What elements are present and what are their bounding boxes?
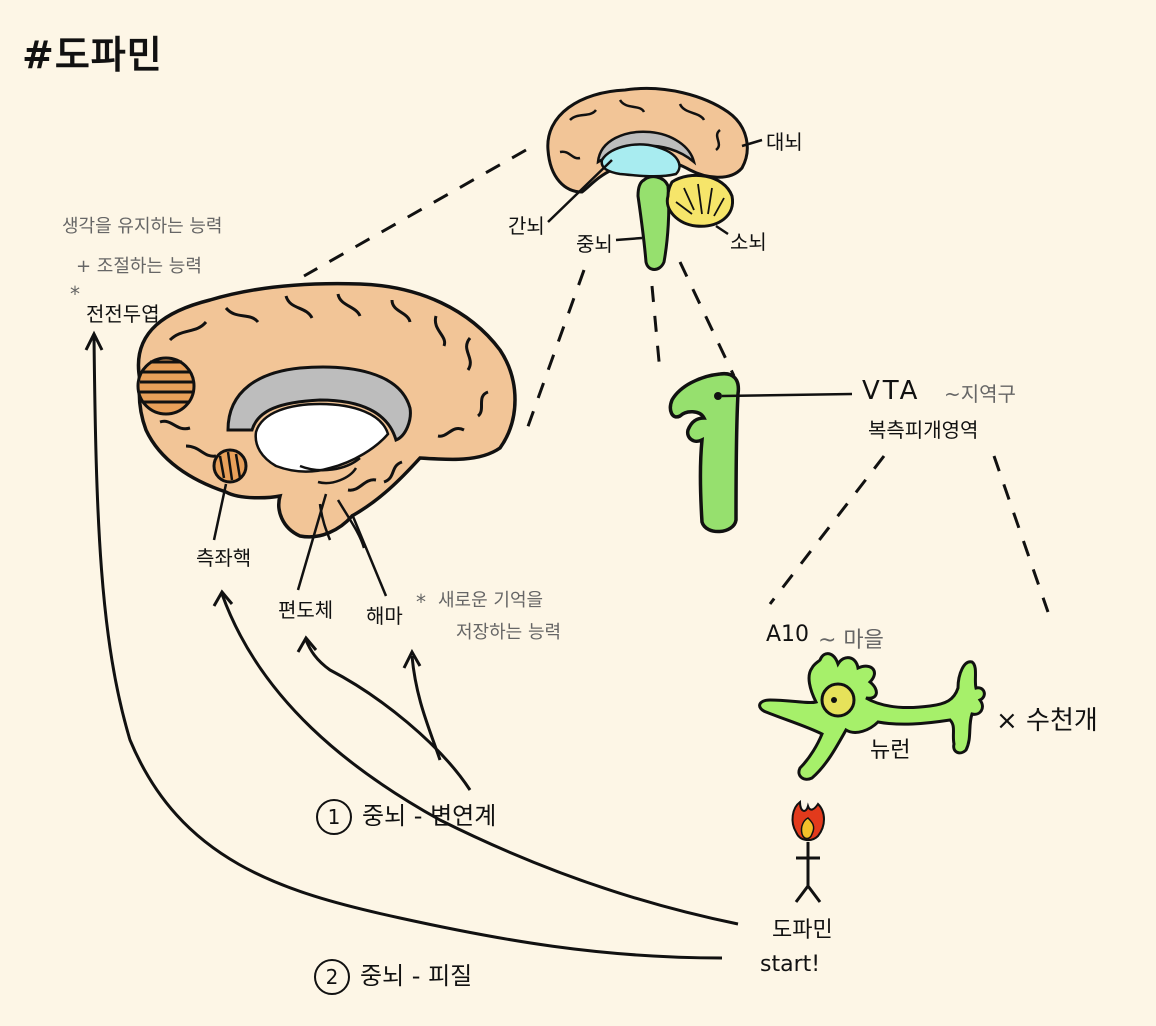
pathways: [84, 330, 739, 960]
hippo-star: *: [416, 590, 426, 614]
dash-small-to-big-top: [303, 148, 527, 278]
label-a10: A10: [766, 622, 810, 647]
hippo-note-2: 저장하는 능력: [456, 622, 562, 643]
prefrontal-star: *: [70, 282, 80, 306]
leader-vta: [721, 392, 853, 398]
leader-hippocampus: [350, 513, 388, 597]
label-neuron: 뉴런: [870, 738, 911, 763]
label-start: start!: [760, 952, 821, 977]
label-amygdala: 편도체: [278, 598, 334, 622]
neuron-nucleolus: [831, 697, 837, 703]
large-brain-ventricle: [254, 402, 390, 473]
prefrontal-note-1: 생각을 유지하는 능력: [62, 216, 223, 237]
small-brain-cerebellum-folds: [675, 183, 725, 217]
label-interbrain: 간뇌: [508, 214, 545, 238]
midbrain-zoom: [668, 371, 741, 534]
path-2-text: 중뇌 - 피질: [360, 962, 473, 990]
leader-accumbens: [212, 483, 228, 541]
prefrontal-hatching: [140, 360, 194, 404]
large-brain-sulci: [159, 293, 489, 492]
arrow-to-prefrontal: [92, 335, 723, 960]
dash-vta-left: [768, 455, 886, 605]
label-a10-note: ~ 마을: [818, 628, 884, 653]
large-brain: [136, 281, 517, 549]
label-cerebellum: 소뇌: [730, 230, 767, 254]
arrowhead-hippocampus: [402, 648, 422, 669]
page-title: #도파민: [22, 33, 163, 77]
accumbens-hatching: [218, 451, 242, 481]
arrowhead-amygdala: [296, 635, 318, 653]
dopamine-figure: [791, 799, 825, 903]
small-brain-gyri: [559, 99, 721, 160]
neuron: [758, 652, 986, 781]
path-2-number: 2: [314, 959, 350, 995]
arrow-to-amygdala: [304, 639, 472, 791]
dash-midbrain-left: [650, 285, 662, 373]
small-brain: [546, 86, 749, 271]
large-brain-brainstem: [318, 499, 366, 549]
dash-midbrain-right: [678, 261, 736, 377]
prefrontal-note-2: + 조절하는 능력: [76, 256, 202, 277]
path-1-number: 1: [316, 799, 352, 835]
path-2-label: 2 중뇌 - 피질: [314, 956, 472, 995]
leader-midbrain: [615, 236, 643, 242]
label-dopamine: 도파민: [772, 918, 833, 943]
dash-vta-right: [992, 455, 1050, 613]
leader-cerebellum: [715, 224, 729, 236]
neuron-body: [758, 652, 986, 781]
small-brain-midbrain: [636, 175, 671, 271]
arrow-to-accumbens: [220, 593, 739, 926]
small-brain-thalamus: [600, 143, 681, 178]
label-midbrain: 중뇌: [576, 232, 613, 256]
flame-inner-icon: [800, 817, 815, 840]
leader-cerebrum: [741, 138, 763, 148]
arrowhead-accumbens: [212, 589, 234, 607]
dashed-connectors: [303, 148, 1050, 613]
arrowhead-prefrontal: [84, 330, 104, 351]
vta-point: [714, 392, 722, 400]
label-vta-note: ~지역구: [944, 382, 1016, 406]
neuron-nucleus: [820, 682, 856, 718]
leader-interbrain: [547, 159, 613, 223]
stick-body: [794, 842, 822, 903]
label-neuron-count: × 수천개: [996, 706, 1098, 736]
hippo-note-1: 새로운 기억을: [438, 590, 544, 611]
arrow-to-hippocampus: [410, 655, 442, 761]
large-brain-fornix: [299, 457, 361, 485]
label-vta-korean: 복측피개영역: [868, 418, 979, 442]
label-prefrontal: 전전두엽: [86, 302, 160, 326]
leader-amygdala: [296, 493, 328, 591]
path-1-label: 1 중뇌 - 변연계: [316, 796, 496, 835]
prefrontal-cortex-region: [136, 356, 196, 416]
label-hippocampus: 해마: [366, 604, 403, 628]
large-brain-corpus-callosum: [226, 365, 412, 443]
label-vta: VTA: [862, 376, 921, 406]
dash-small-to-big-right: [524, 269, 586, 433]
label-accumbens: 측좌핵: [196, 546, 252, 570]
label-cerebrum: 대뇌: [766, 130, 803, 154]
path-1-text: 중뇌 - 변연계: [362, 802, 497, 830]
